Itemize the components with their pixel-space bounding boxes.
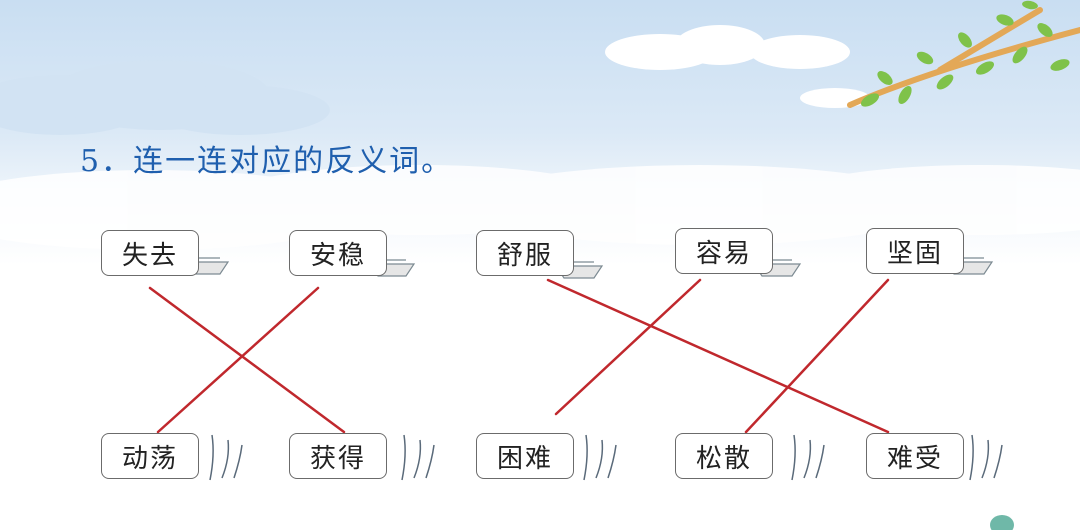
grass-icon (401, 434, 435, 481)
word-box-top[interactable]: 舒服 (476, 230, 574, 276)
word-box-bottom[interactable]: 困难 (476, 433, 574, 479)
grass-icon (969, 434, 1003, 481)
grass-icon (791, 434, 825, 481)
leaves (860, 0, 1070, 107)
word-box-bottom[interactable]: 难受 (866, 433, 964, 479)
word-box-top[interactable]: 安稳 (289, 230, 387, 276)
cloud-white (605, 25, 870, 108)
word-box-top[interactable]: 坚固 (866, 228, 964, 274)
cloud-band (0, 165, 1080, 250)
grass-icon (583, 434, 617, 481)
question-title: 5．连一连对应的反义词。 (80, 144, 454, 179)
word-box-bottom[interactable]: 松散 (675, 433, 773, 479)
grass-icon (209, 434, 243, 481)
word-box-bottom[interactable]: 动荡 (101, 433, 199, 479)
egg-decoration (990, 515, 1014, 530)
word-box-top[interactable]: 失去 (101, 230, 199, 276)
word-box-bottom[interactable]: 获得 (289, 433, 387, 479)
word-box-top[interactable]: 容易 (675, 228, 773, 274)
cloud-left (0, 60, 330, 135)
